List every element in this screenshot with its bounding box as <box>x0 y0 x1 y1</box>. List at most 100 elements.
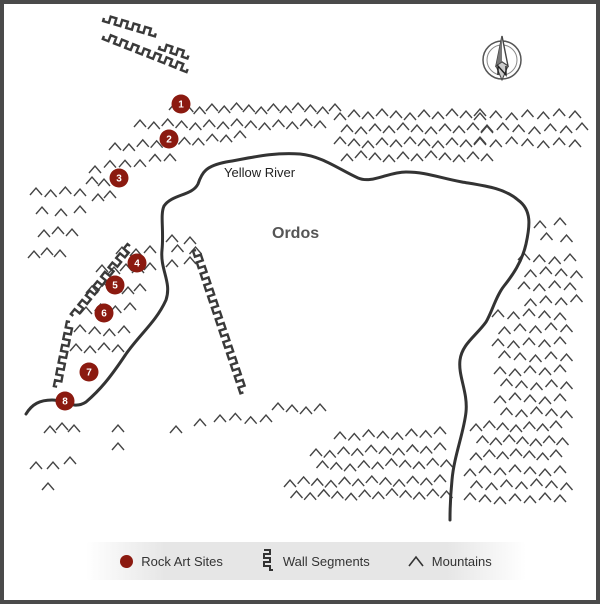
mountain-icon <box>523 298 538 307</box>
mountain-icon <box>37 229 51 238</box>
mountain-icon <box>419 477 433 486</box>
mountain-icon <box>497 326 512 335</box>
mountain-icon <box>554 268 568 277</box>
legend-mountain-label: Mountains <box>431 553 492 569</box>
rock-art-site-6: 6 <box>94 303 114 323</box>
mountain-icon <box>569 294 584 303</box>
mountain-icon <box>378 445 392 455</box>
mountain-icon <box>266 103 280 112</box>
mountain-icon <box>188 122 202 131</box>
red-circle-icon <box>171 94 191 114</box>
mountain-icon <box>378 476 392 486</box>
site-number: 5 <box>112 281 118 292</box>
mountain-icon <box>438 152 452 161</box>
mountain-icon <box>543 123 557 132</box>
mountain-icon <box>230 118 244 127</box>
mountain-icon <box>452 154 466 163</box>
mountain-icon <box>512 124 526 133</box>
mountain-icon <box>508 392 522 401</box>
mountain-icon <box>390 431 404 441</box>
mountain-icon <box>392 447 406 456</box>
mountain-icon <box>340 124 354 133</box>
mountain-icon <box>533 220 547 229</box>
red-circle-icon <box>94 303 114 323</box>
mountain-icon <box>469 480 484 489</box>
mountain-icon <box>111 344 125 353</box>
mountain-icon <box>559 234 574 243</box>
site-number: 7 <box>86 368 92 379</box>
mountain-icon <box>279 105 293 114</box>
mountain-icon <box>404 428 418 437</box>
mountain-icon <box>431 140 445 149</box>
mountain-icon <box>228 412 242 421</box>
mountain-icon <box>424 150 438 159</box>
mountain-icon <box>361 111 375 120</box>
mountain-icon <box>117 325 131 334</box>
mountain-icon <box>459 110 473 119</box>
wall-segment <box>52 319 74 388</box>
mountain-icon <box>419 445 433 454</box>
mountain-icon <box>491 338 505 347</box>
mountain-icon <box>102 328 116 337</box>
mountain-icon <box>58 186 72 195</box>
mountain-icon <box>193 106 207 115</box>
mountain-icon <box>459 139 473 148</box>
mountain-icon <box>95 264 109 273</box>
mountain-icon <box>217 105 231 114</box>
mountain-icon <box>343 463 357 472</box>
mountain-icon <box>463 468 477 477</box>
mountain-icon <box>473 137 487 146</box>
mountain-icon <box>111 424 125 433</box>
mountain-icon <box>368 123 382 132</box>
mountain-icon <box>497 350 512 359</box>
mountain-icon <box>350 447 364 457</box>
mountain-icon <box>445 137 459 146</box>
mountain-icon <box>143 262 157 271</box>
mountain-icon <box>431 111 445 120</box>
mountain-icon <box>315 460 330 469</box>
mountain-icon <box>177 136 191 145</box>
mountain-icon <box>316 106 330 115</box>
mountain-icon <box>83 345 97 354</box>
mountain-icon <box>340 153 354 162</box>
mountain-icon <box>111 442 125 451</box>
mountain-icon <box>499 407 514 416</box>
mountain-icon <box>46 461 60 470</box>
mountain-icon <box>536 140 550 149</box>
mountain-icon <box>165 259 179 268</box>
mountain-icon <box>365 474 379 484</box>
mountain-icon <box>376 430 390 439</box>
mountain-icon <box>559 324 574 333</box>
mountain-icon <box>385 487 399 497</box>
mountain-icon <box>499 479 514 488</box>
mountain-icon <box>193 418 207 427</box>
mountain-icon <box>258 122 272 131</box>
rock-art-site-7: 7 <box>79 362 99 382</box>
mountain-icon <box>382 125 396 134</box>
mountain-icon <box>433 426 447 435</box>
zigzag-wall-icon <box>262 549 273 571</box>
mountain-icon <box>553 465 567 474</box>
mountain-icon <box>97 178 111 187</box>
mountain-icon <box>539 266 553 275</box>
mountain-icon <box>27 250 41 259</box>
mountain-icon <box>97 342 111 351</box>
mountain-icon <box>129 248 143 257</box>
mountain-icon <box>107 266 121 275</box>
mountain-icon <box>398 459 412 468</box>
mountain-icon <box>328 103 342 112</box>
mountain-icon <box>354 126 368 135</box>
mountain-icon <box>523 269 538 278</box>
mountain-icon <box>529 478 544 487</box>
mountain-icon <box>202 119 216 128</box>
mountain-icon <box>362 428 376 438</box>
mountain-icon <box>505 136 519 145</box>
region-label: Ordos <box>272 225 319 242</box>
north-arrow-compass-icon <box>482 35 522 82</box>
legend: Rock Art Sites Wall Segments Mountains <box>86 542 526 580</box>
mountain-icon <box>375 108 389 117</box>
mountain-icon <box>91 193 105 202</box>
mountain-icon <box>69 343 83 352</box>
mountain-icon <box>330 490 344 499</box>
